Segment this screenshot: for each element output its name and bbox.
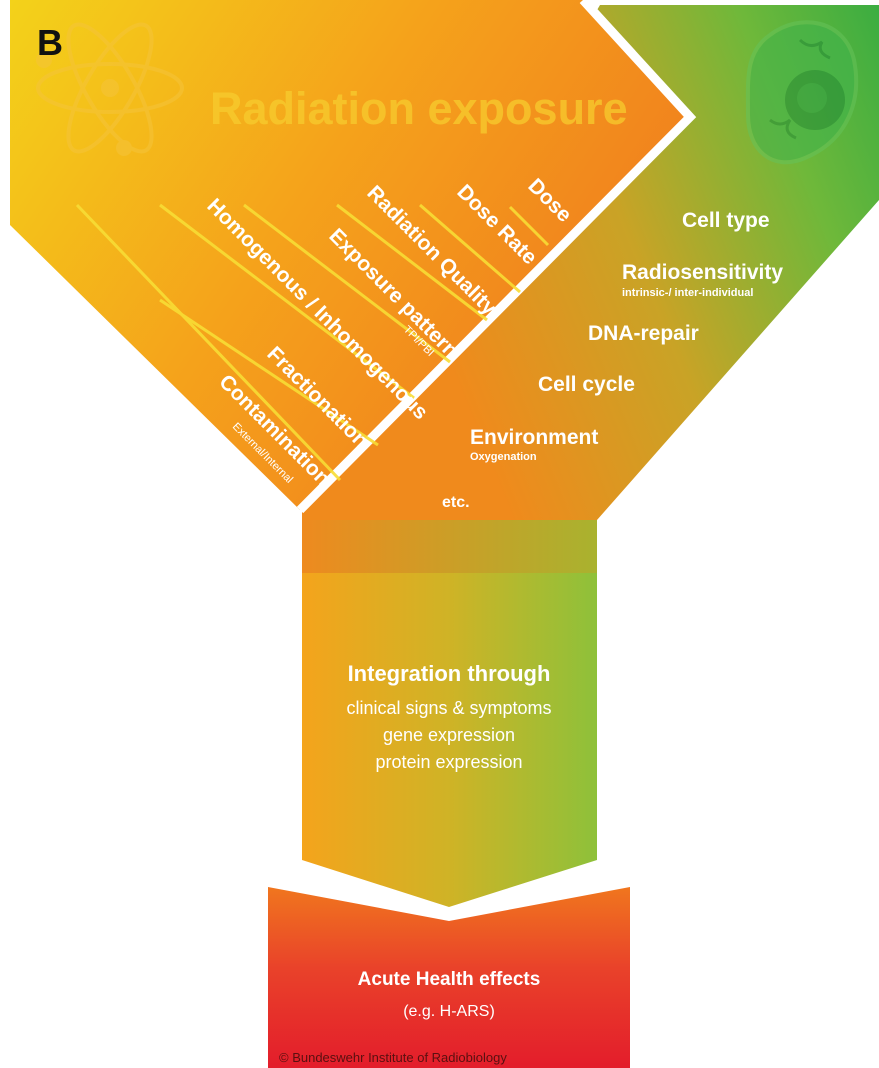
outcome-example: (e.g. H-ARS) xyxy=(403,1003,495,1020)
atom-icon xyxy=(36,22,184,156)
stem-top-band xyxy=(302,520,597,575)
bio-radiosensitivity: Radiosensitivity xyxy=(622,261,783,284)
copyright-notice: © Bundeswehr Institute of Radiobiology xyxy=(279,1050,507,1065)
radiation-arm xyxy=(10,0,690,510)
integration-title: Integration through xyxy=(348,661,551,686)
bio-environment-sub: Oxygenation xyxy=(470,451,537,463)
integration-item: clinical signs & symptoms xyxy=(346,698,551,718)
cell-icon xyxy=(745,20,859,165)
bio-cell-cycle: Cell cycle xyxy=(538,373,635,396)
bio-cell-type: Cell type xyxy=(682,209,770,232)
integration-arrow xyxy=(302,573,597,907)
bio-environment: Environment xyxy=(470,426,598,449)
outcome-title: Acute Health effects xyxy=(358,969,541,990)
integration-item: gene expression xyxy=(383,725,515,745)
integration-item: protein expression xyxy=(375,752,522,772)
radiation-title: Radiation exposure xyxy=(210,83,628,134)
panel-label: B xyxy=(37,22,63,63)
biology-arm xyxy=(302,5,879,575)
factor-guide-lines xyxy=(75,203,550,482)
outcome-box xyxy=(268,887,630,1068)
bio-radiosensitivity-sub: intrinsic-/ inter-individual xyxy=(622,287,753,299)
bio-dna-repair: DNA-repair xyxy=(588,322,699,345)
bio-etc: etc. xyxy=(442,494,470,511)
arm-divider xyxy=(296,0,697,514)
